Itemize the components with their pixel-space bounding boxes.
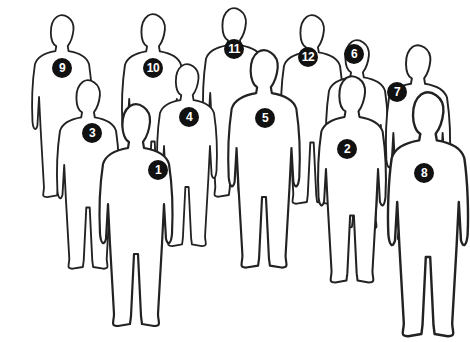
callout-markers <box>52 39 434 183</box>
person-silhouette <box>228 50 299 267</box>
callout-number: 11 <box>222 41 246 57</box>
person-silhouette <box>100 104 173 326</box>
silhouettes <box>32 8 468 336</box>
person-silhouette <box>318 76 386 282</box>
callout-number: 9 <box>50 60 74 76</box>
callout-number: 3 <box>80 125 104 141</box>
callout-number: 10 <box>141 60 165 76</box>
callout-number: 12 <box>296 49 320 65</box>
callout-number: 1 <box>146 162 170 178</box>
callout-number: 4 <box>177 109 201 125</box>
person-silhouette <box>388 92 468 336</box>
callout-number: 2 <box>335 141 359 157</box>
callout-number: 8 <box>412 165 436 181</box>
callout-number: 7 <box>385 84 409 100</box>
callout-number: 6 <box>342 46 366 62</box>
callout-number: 5 <box>253 110 277 126</box>
